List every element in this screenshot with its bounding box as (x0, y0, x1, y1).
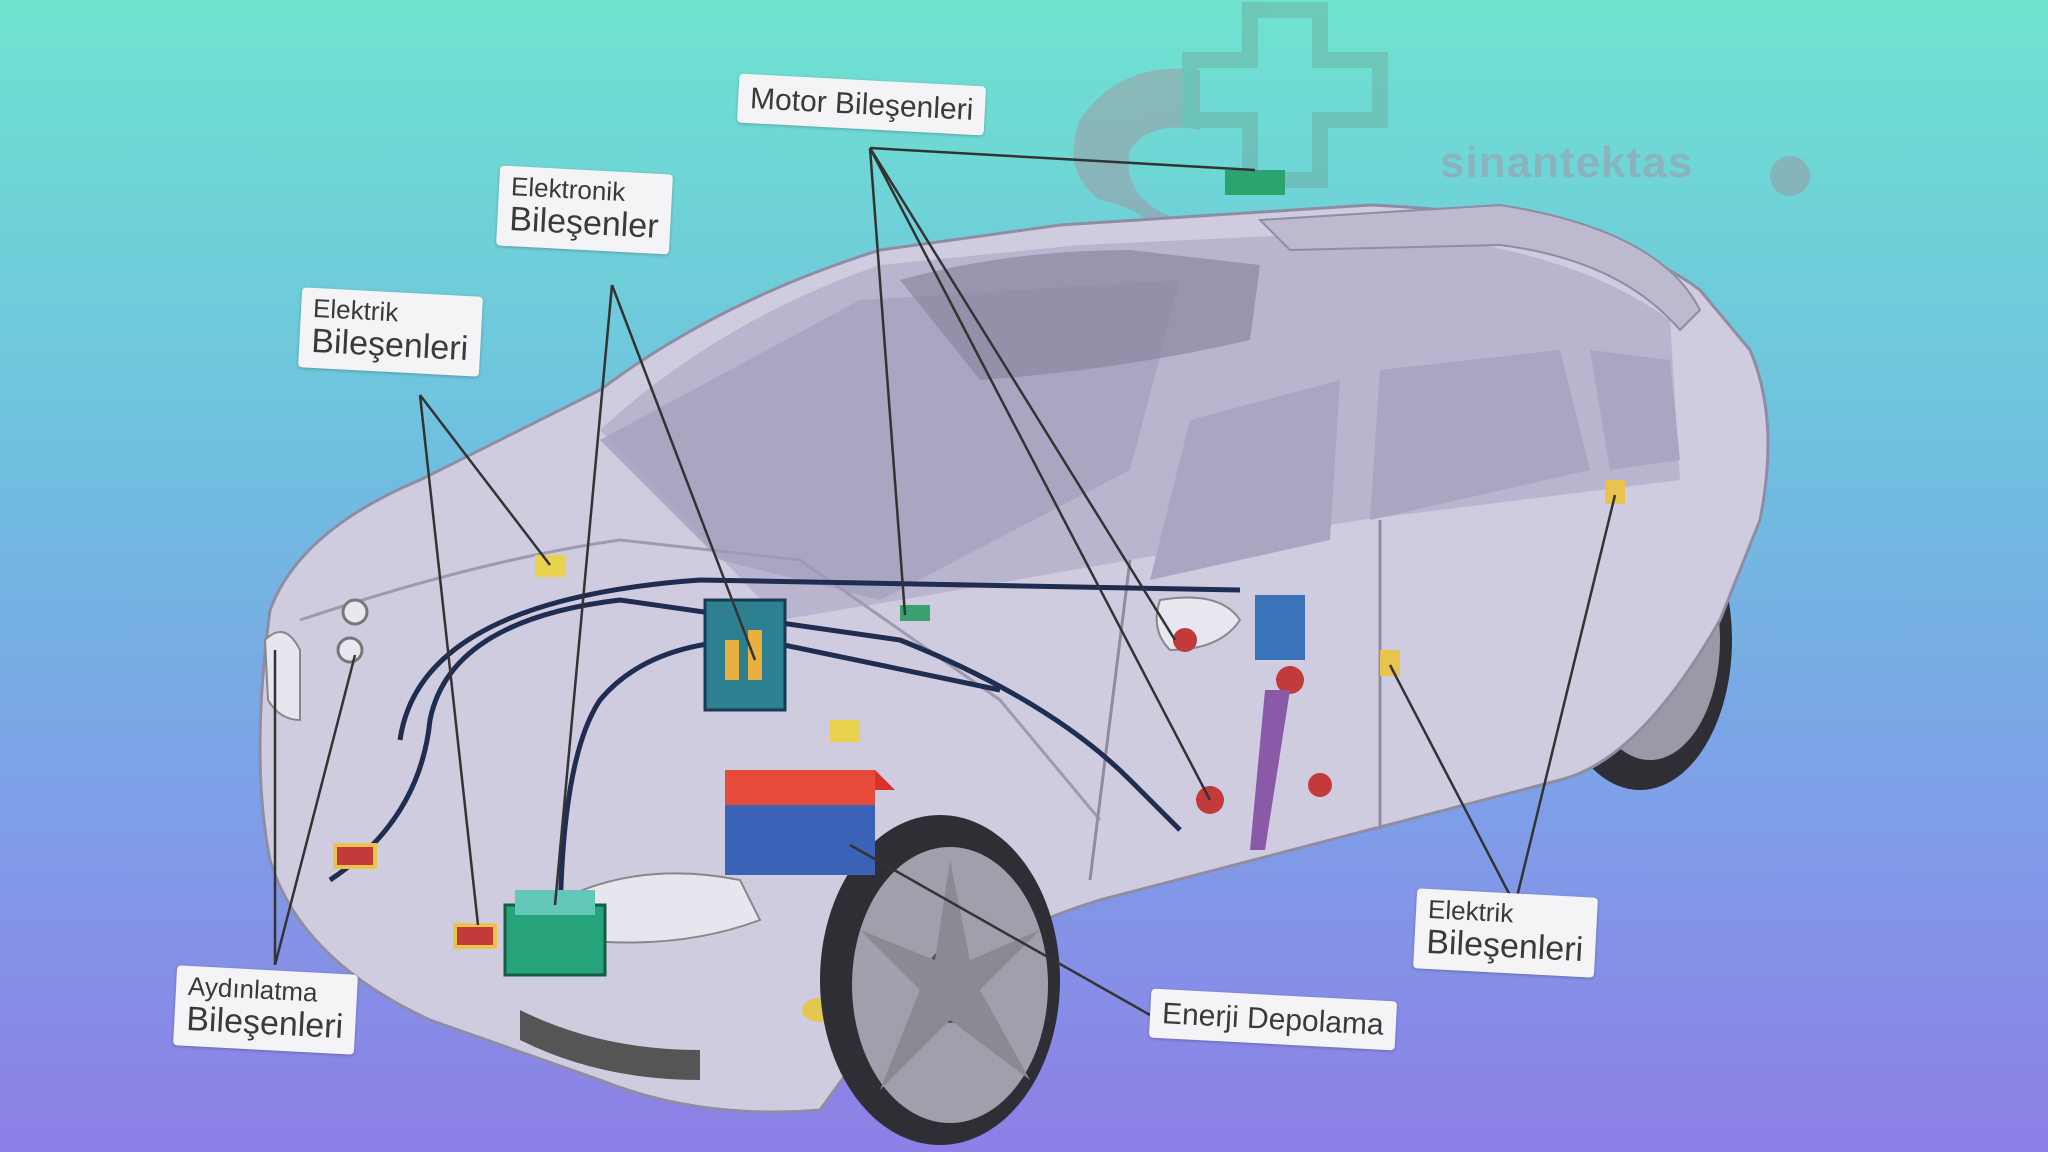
label-text-line2: Bileşenleri (185, 999, 345, 1046)
label-text: Enerji Depolama (1161, 997, 1385, 1042)
label-text: Motor Bileşenleri (749, 82, 975, 127)
label-elektrik-bilesenleri-right: Elektrik Bileşenleri (1413, 888, 1598, 978)
label-elektrik-bilesenleri-left: Elektrik Bileşenleri (298, 287, 483, 377)
sensor-components (333, 170, 1625, 949)
car-body (258, 203, 1770, 1114)
battery (725, 770, 895, 875)
label-text-line2: Bileşenleri (310, 321, 470, 368)
watermark-text: sinantektas (1440, 138, 1694, 187)
front-wheel (820, 815, 1060, 1145)
fuse-box (703, 598, 787, 712)
label-text-line2: Bileşenleri (1425, 922, 1585, 969)
label-elektronik-bilesenler: Elektronik Bileşenler (496, 165, 674, 255)
label-text-line2: Bileşenler (508, 199, 660, 246)
leader-lines (273, 146, 1617, 1017)
label-aydinlatma-bilesenleri: Aydınlatma Bileşenleri (173, 965, 358, 1055)
